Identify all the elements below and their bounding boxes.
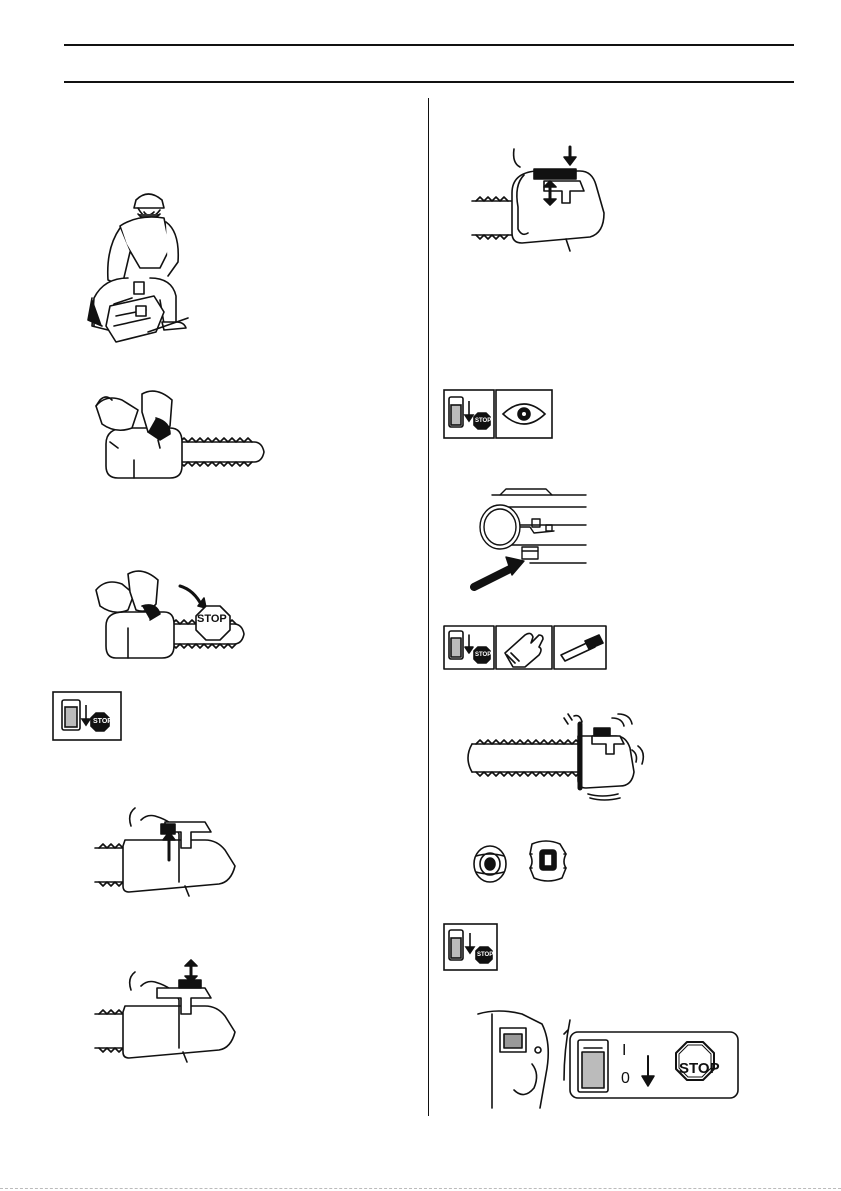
stop-eye-stop-label: STOP bbox=[475, 418, 491, 424]
stop-switch-right-label: STOP bbox=[477, 952, 493, 958]
hands-on-saw-figure bbox=[88, 388, 268, 488]
chain-catcher-figure bbox=[470, 485, 590, 595]
stop-switch-detail-figure: I 0 STOP bbox=[478, 1008, 748, 1108]
stop-switch-symbol-right: STOP bbox=[443, 923, 498, 971]
saw-vibration-figure bbox=[462, 710, 642, 800]
stop-sign-label: STOP bbox=[197, 613, 227, 625]
stop-glove-stop-label: STOP bbox=[475, 652, 491, 658]
chain-brake-check-figure bbox=[95, 960, 240, 1065]
page-bottom-guide bbox=[0, 1188, 841, 1189]
throttle-lockout-figure bbox=[472, 145, 607, 255]
chain-brake-release-figure bbox=[95, 800, 240, 900]
stop-detail-label: STOP bbox=[679, 1060, 720, 1077]
header-rule-top bbox=[64, 44, 794, 46]
switch-off-mark: 0 bbox=[621, 1070, 630, 1088]
operator-kneeling-figure bbox=[86, 186, 196, 346]
stop-glove-brush-symbols: STOP bbox=[443, 625, 608, 670]
column-divider bbox=[428, 98, 429, 1116]
stop-eye-symbols: STOP bbox=[443, 389, 553, 439]
switch-on-mark: I bbox=[622, 1042, 626, 1060]
anti-vibration-elements bbox=[470, 834, 580, 889]
chain-brake-stop-figure: STOP bbox=[88, 568, 248, 668]
stop-switch-left-label: STOP bbox=[93, 718, 112, 725]
stop-switch-symbol-left: STOP bbox=[52, 691, 122, 741]
header-rule-bottom bbox=[64, 81, 794, 83]
